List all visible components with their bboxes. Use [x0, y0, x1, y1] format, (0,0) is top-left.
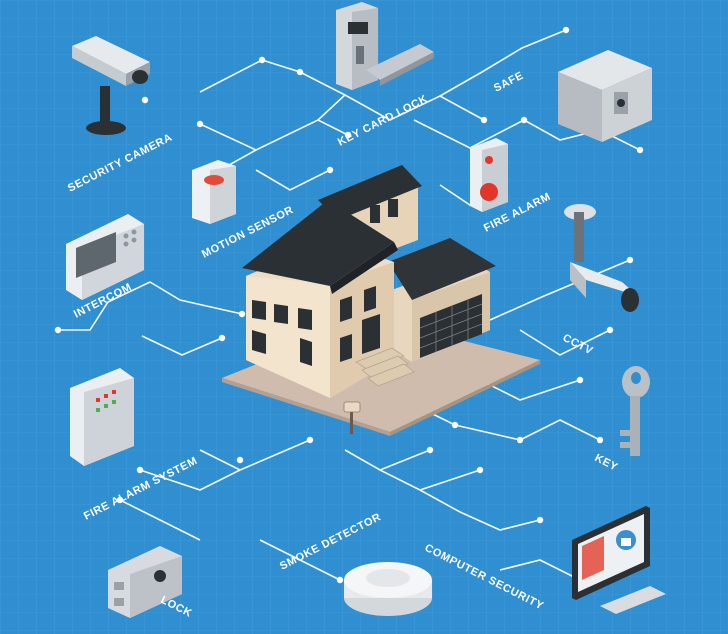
safe-icon [558, 50, 652, 142]
smoke-detector-icon [344, 562, 432, 616]
lock-icon [108, 546, 182, 618]
cctv-icon [564, 204, 639, 312]
house-icon [222, 165, 540, 436]
fire-alarm-system-icon [70, 368, 134, 466]
motion-sensor-icon [192, 160, 236, 224]
security-camera-icon [72, 36, 150, 135]
fire-alarm-icon [470, 138, 508, 212]
intercom-icon [66, 214, 144, 300]
key-icon [620, 366, 650, 456]
key-card-lock-icon [336, 2, 434, 90]
computer-security-icon [572, 506, 666, 614]
